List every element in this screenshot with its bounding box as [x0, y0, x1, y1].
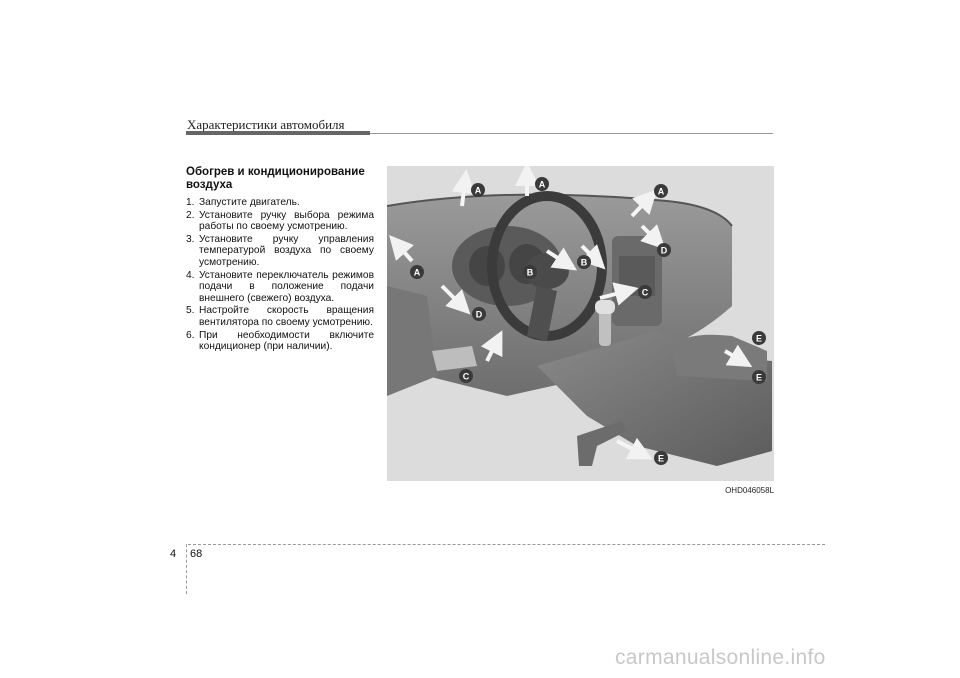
step-number: 1.: [186, 197, 195, 208]
label-letter: E: [756, 373, 762, 383]
label-a-icon: A: [410, 265, 424, 279]
step-item: 3. Установите ручку управления температур…: [186, 234, 374, 269]
pedal: [432, 346, 477, 371]
airflow-arrow: [723, 344, 753, 368]
airflow-arrow: [580, 244, 606, 270]
airflow-arrow: [440, 284, 471, 315]
rear-duct: [577, 421, 627, 466]
page-number: 68: [190, 548, 203, 560]
label-letter: A: [539, 180, 546, 190]
label-letter: C: [642, 288, 649, 298]
label-letter: E: [756, 334, 762, 344]
dashboard-illustration: A A A A B B C C: [387, 166, 774, 481]
label-a-icon: A: [654, 184, 668, 198]
label-letter: D: [476, 310, 483, 320]
label-letter: B: [581, 258, 588, 268]
label-letter: C: [463, 372, 470, 382]
header-title: Характеристики автомобиля: [187, 117, 345, 132]
step-number: 4.: [186, 269, 195, 281]
dashboard-top-edge: [387, 193, 733, 227]
step-text: Установите ручку управления температурой…: [199, 233, 374, 268]
left-panel: [387, 286, 437, 396]
step-text: Настройте скорость вращения вентилятора …: [199, 305, 374, 328]
airflow-arrow: [630, 189, 658, 218]
label-letter: B: [527, 268, 534, 278]
label-c-icon: C: [638, 285, 652, 299]
steering-column: [527, 286, 557, 341]
label-letter: E: [658, 454, 664, 464]
step-text: При необходимости включите кондиционер (…: [199, 329, 374, 353]
step-number: 2.: [186, 209, 195, 221]
label-letter: A: [414, 268, 421, 278]
gear-shifter: [599, 306, 611, 346]
label-a-icon: A: [535, 177, 549, 191]
step-item: 2. Установите ручку выбора режима работы …: [186, 210, 374, 233]
step-text: Установите ручку выбора режима работы по…: [199, 209, 374, 233]
label-a-icon: A: [471, 183, 485, 197]
header-bar: [186, 131, 370, 135]
label-letter: D: [661, 246, 668, 256]
airflow-arrow: [389, 235, 414, 263]
label-b-icon: B: [523, 265, 537, 279]
step-text: Запустите двигатель.: [199, 197, 300, 208]
footer-divider: [186, 544, 187, 594]
label-d-icon: D: [657, 243, 671, 257]
chapter-number: 4: [170, 548, 177, 560]
label-letter: A: [475, 186, 482, 196]
label-d-icon: D: [472, 307, 486, 321]
steps-list: 1. Запустите двигатель. 2. Установите ручк…: [186, 197, 374, 354]
airflow-arrow: [616, 437, 653, 460]
label-letter: A: [658, 187, 665, 197]
footer-rule: [188, 544, 825, 545]
airflow-arrow: [640, 224, 666, 250]
step-number: 3.: [186, 233, 195, 245]
label-b-icon: B: [577, 255, 591, 269]
header-rule: [370, 133, 773, 134]
figure-code: OHD046058L: [725, 486, 774, 495]
step-text: Установите переключатель режимов подачи …: [199, 269, 374, 304]
label-e-icon: E: [752, 370, 766, 384]
airflow-arrow: [451, 169, 476, 207]
gear-knob: [595, 300, 615, 314]
watermark: carmanualsonline.info: [615, 646, 826, 669]
airflow-arrow: [545, 247, 578, 271]
label-c-icon: C: [459, 369, 473, 383]
step-item: 4. Установите переключатель режимов подач…: [186, 270, 374, 305]
airflow-arrow: [599, 282, 639, 306]
step-item: 1. Запустите двигатель.: [186, 197, 374, 209]
label-e-icon: E: [752, 331, 766, 345]
step-item: 5. Настройте скорость вращения вентилятор…: [186, 305, 374, 328]
step-number: 6.: [186, 329, 195, 341]
label-e-icon: E: [654, 451, 668, 465]
airflow-arrow: [480, 330, 503, 362]
step-item: 6. При необходимости включите кондиционер…: [186, 330, 374, 353]
section-heading: Обогрев и кондиционирование воздуха: [186, 166, 365, 191]
step-number: 5.: [186, 305, 195, 317]
